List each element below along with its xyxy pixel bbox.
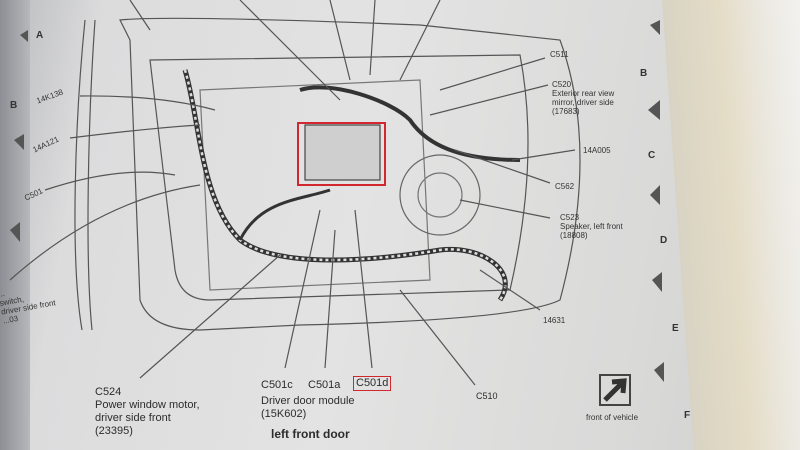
module-highlight-box (297, 122, 386, 186)
diagram-title: left front door (271, 427, 350, 441)
label-driver-door-module: Driver door module(15K602) (261, 395, 355, 420)
label-c562: C562 (555, 182, 575, 191)
door-frame-line (74, 19, 86, 331)
label-c501d-highlighted: C501d (353, 376, 392, 391)
label-c510: C510 (476, 391, 498, 401)
zone-c: C (648, 150, 656, 161)
speaker-outline (399, 154, 481, 236)
label-c501a: C501a (308, 379, 341, 391)
previous-page-edge (0, 0, 30, 450)
zone-a-left: A (36, 30, 44, 41)
zone-f: F (684, 410, 691, 421)
zone-e: E (672, 323, 679, 334)
label-c501c: C501c (261, 379, 293, 391)
zone-b: B (640, 68, 648, 79)
zone-tab-markers (10, 20, 664, 382)
driver-door-module (304, 124, 381, 181)
zone-b-left: B (10, 100, 18, 111)
front-of-vehicle-label: front of vehicle (586, 413, 639, 422)
label-14a005: 14A005 (583, 146, 611, 155)
zone-d: D (660, 235, 668, 246)
label-14631: 14631 (543, 316, 566, 325)
label-c511: C511 (550, 50, 569, 59)
front-of-vehicle-arrow-icon (599, 374, 631, 406)
